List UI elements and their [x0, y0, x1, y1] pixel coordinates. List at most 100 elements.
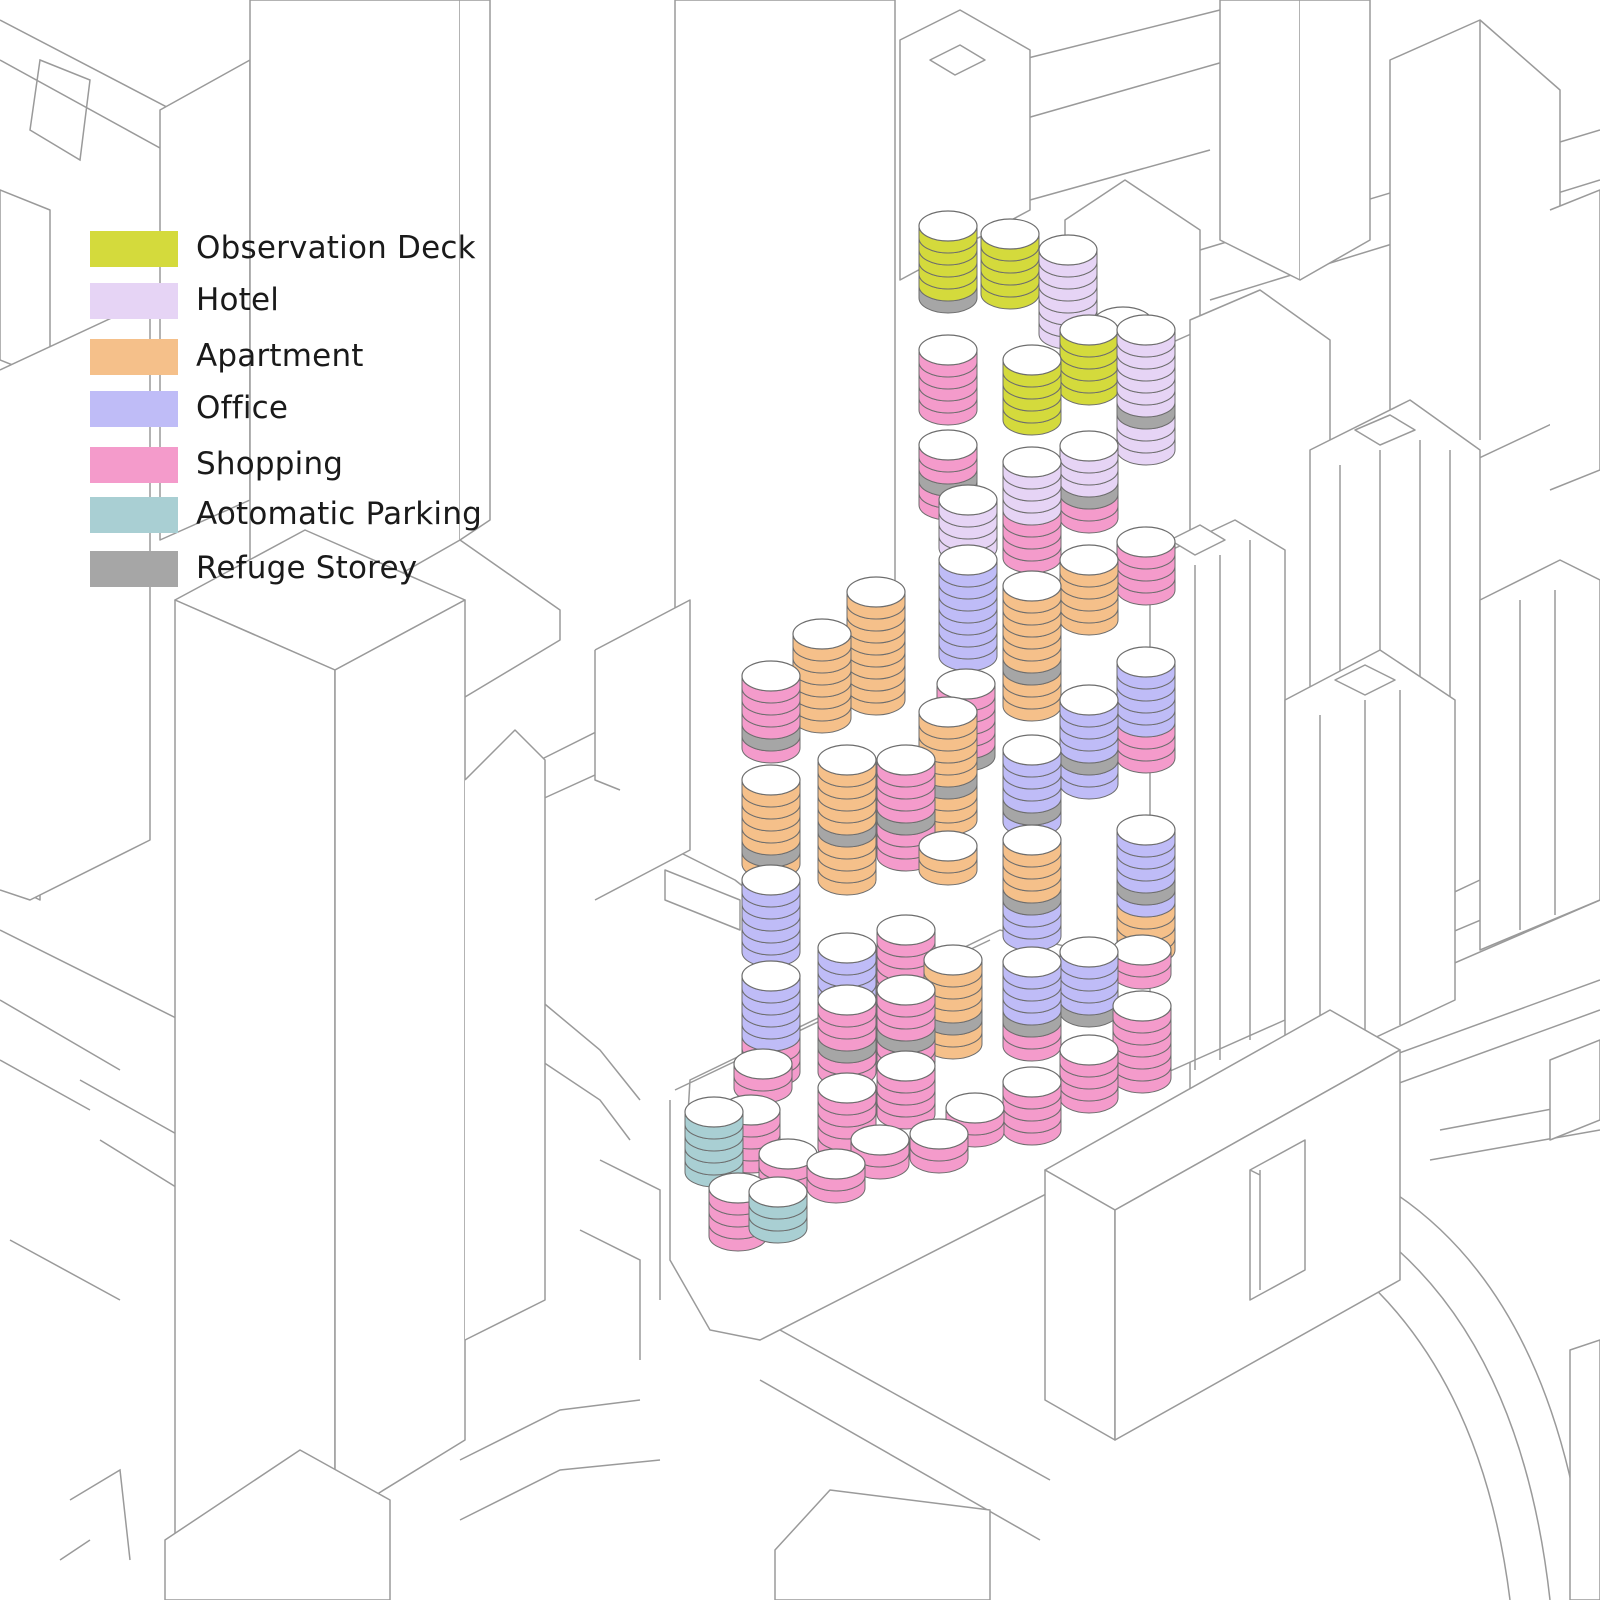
drum-stack	[1002, 1066, 1062, 1146]
drum-top-cap	[876, 744, 936, 776]
drum-top-cap	[1038, 234, 1098, 266]
drum-top-cap	[1112, 990, 1172, 1022]
legend-swatch	[90, 497, 178, 533]
drum-stack	[918, 830, 978, 886]
drum-top-cap	[1059, 1034, 1119, 1066]
drum-top-cap	[1002, 824, 1062, 856]
drum-top-cap	[923, 944, 983, 976]
drum-stack	[938, 544, 998, 672]
drum-top-cap	[909, 1118, 969, 1150]
drum-top-cap	[1116, 314, 1176, 346]
drum-stack	[1112, 934, 1172, 990]
drum-top-cap	[817, 932, 877, 964]
drum-stack	[1002, 446, 1062, 574]
drum-top-cap	[938, 544, 998, 576]
drum-stack	[1059, 430, 1119, 534]
legend-swatch	[90, 551, 178, 587]
drum-stack	[876, 1050, 936, 1130]
drum-stack	[1002, 734, 1062, 838]
drum-top-cap	[980, 218, 1040, 250]
legend-swatch	[90, 283, 178, 319]
drum-top-cap	[817, 1072, 877, 1104]
drum-top-cap	[918, 830, 978, 862]
drum-stack	[1116, 646, 1176, 774]
drum-top-cap	[748, 1176, 808, 1208]
legend-swatch	[90, 231, 178, 267]
drum-stack	[1116, 314, 1176, 466]
drum-stack	[1002, 344, 1062, 436]
drum-top-cap	[1059, 314, 1119, 346]
drum-stack	[741, 864, 801, 968]
drum-top-cap	[918, 429, 978, 461]
drum-top-cap	[1002, 344, 1062, 376]
drum-stack	[792, 618, 852, 734]
drum-stack	[741, 660, 801, 764]
drum-top-cap	[945, 1092, 1005, 1124]
drum-top-cap	[741, 864, 801, 896]
drum-top-cap	[1116, 526, 1176, 558]
drum-stack	[1059, 936, 1119, 1028]
drum-stack	[1059, 684, 1119, 800]
legend-swatch	[90, 339, 178, 375]
legend-label: Apartment	[196, 338, 364, 374]
legend-label: Shopping	[196, 446, 344, 482]
drum-top-cap	[792, 618, 852, 650]
drum-stack	[733, 1048, 793, 1104]
drum-stack	[980, 218, 1040, 310]
drum-top-cap	[876, 914, 936, 946]
drum-top-cap	[876, 1050, 936, 1082]
legend-label: Refuge Storey	[196, 550, 418, 586]
drum-top-cap	[1116, 646, 1176, 678]
drum-stack	[1116, 526, 1176, 606]
drum-top-cap	[918, 696, 978, 728]
legend-label: Observation Deck	[196, 230, 476, 266]
drum-top-cap	[936, 668, 996, 700]
drum-top-cap	[684, 1096, 744, 1128]
drum-stack	[1059, 544, 1119, 636]
drum-stack	[817, 744, 877, 896]
programme-drum-stacks	[684, 210, 1176, 1252]
legend-swatch	[90, 391, 178, 427]
drum-stack	[1002, 824, 1062, 952]
drum-top-cap	[918, 334, 978, 366]
drum-top-cap	[817, 744, 877, 776]
drum-top-cap	[806, 1148, 866, 1180]
drum-top-cap	[741, 660, 801, 692]
drum-top-cap	[1059, 430, 1119, 462]
drum-stack	[741, 764, 801, 880]
legend-label: Office	[196, 390, 289, 426]
drum-stack	[846, 576, 906, 716]
drum-stack	[1112, 990, 1172, 1094]
drum-top-cap	[1059, 684, 1119, 716]
legend-label: Hotel	[196, 282, 280, 318]
drum-stack	[923, 944, 983, 1060]
drum-top-cap	[918, 210, 978, 242]
drum-top-cap	[741, 960, 801, 992]
drum-stack	[1002, 570, 1062, 722]
drum-top-cap	[1002, 734, 1062, 766]
drum-top-cap	[938, 484, 998, 516]
drum-stack	[1059, 1034, 1119, 1114]
legend-label: Aotomatic Parking	[196, 496, 482, 532]
legend-swatch	[90, 447, 178, 483]
drum-top-cap	[733, 1048, 793, 1080]
drum-top-cap	[850, 1124, 910, 1156]
drum-stack	[918, 334, 978, 426]
drum-top-cap	[1116, 814, 1176, 846]
drum-top-cap	[1112, 934, 1172, 966]
drum-top-cap	[876, 974, 936, 1006]
drum-top-cap	[1059, 544, 1119, 576]
drum-stack	[1059, 314, 1119, 406]
drum-top-cap	[817, 984, 877, 1016]
drum-stack	[748, 1176, 808, 1244]
drum-top-cap	[1002, 570, 1062, 602]
drum-stack	[806, 1148, 866, 1204]
drum-top-cap	[1059, 936, 1119, 968]
drum-top-cap	[1002, 946, 1062, 978]
drum-stack	[1002, 946, 1062, 1062]
drum-stack	[817, 984, 877, 1088]
drum-stack	[909, 1118, 969, 1174]
drum-top-cap	[1002, 446, 1062, 478]
